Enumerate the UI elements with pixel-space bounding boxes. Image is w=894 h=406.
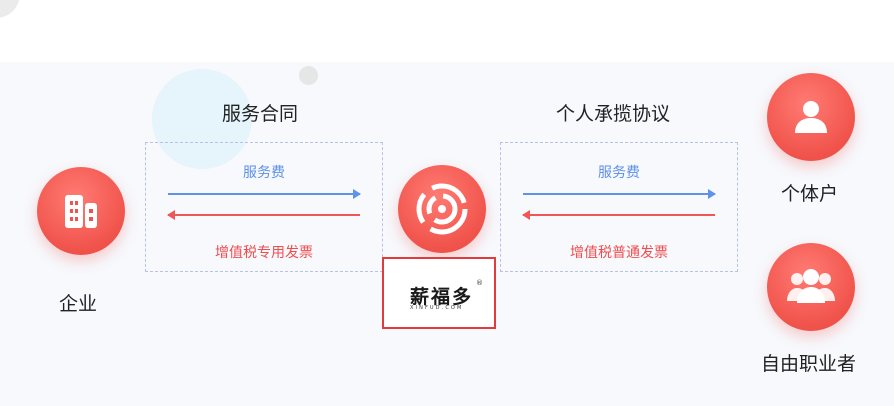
enterprise-icon-circle [37,167,125,255]
decorative-corner-circle [0,0,20,18]
freelancer-label: 自由职业者 [761,353,857,375]
brand-highlight-box [382,257,496,329]
brand-domain: XINFUD.COM [410,305,464,311]
left-invoice-arrow [167,210,360,220]
left-invoice-label: 增值税专用发票 [215,245,313,261]
personal-agreement-title: 个人承揽协议 [556,103,671,125]
swirl-logo-icon [416,183,468,235]
enterprise-label: 企业 [59,293,98,315]
service-contract-title: 服务合同 [222,103,299,125]
freelancer-icon-circle [767,243,855,331]
individual-business-label: 个体户 [781,183,839,205]
brand-registered-mark: ® [476,279,483,287]
person-icon [795,101,827,133]
building-icon [65,195,97,228]
left-flow-box [145,142,383,272]
brand-name: 薪福多 [410,286,474,308]
right-fee-label: 服务费 [598,165,640,181]
individual-business-icon-circle [767,73,855,161]
decorative-dot [299,66,318,85]
left-payment-arrow [168,189,361,199]
brand-logo-circle [398,165,486,253]
right-flow-box [500,142,738,272]
left-fee-label: 服务费 [243,165,285,181]
group-icon [787,269,835,303]
right-invoice-label: 增值税普通发票 [570,245,668,261]
right-payment-arrow [523,189,716,199]
right-invoice-arrow [522,210,715,220]
decorative-circle [152,69,252,169]
